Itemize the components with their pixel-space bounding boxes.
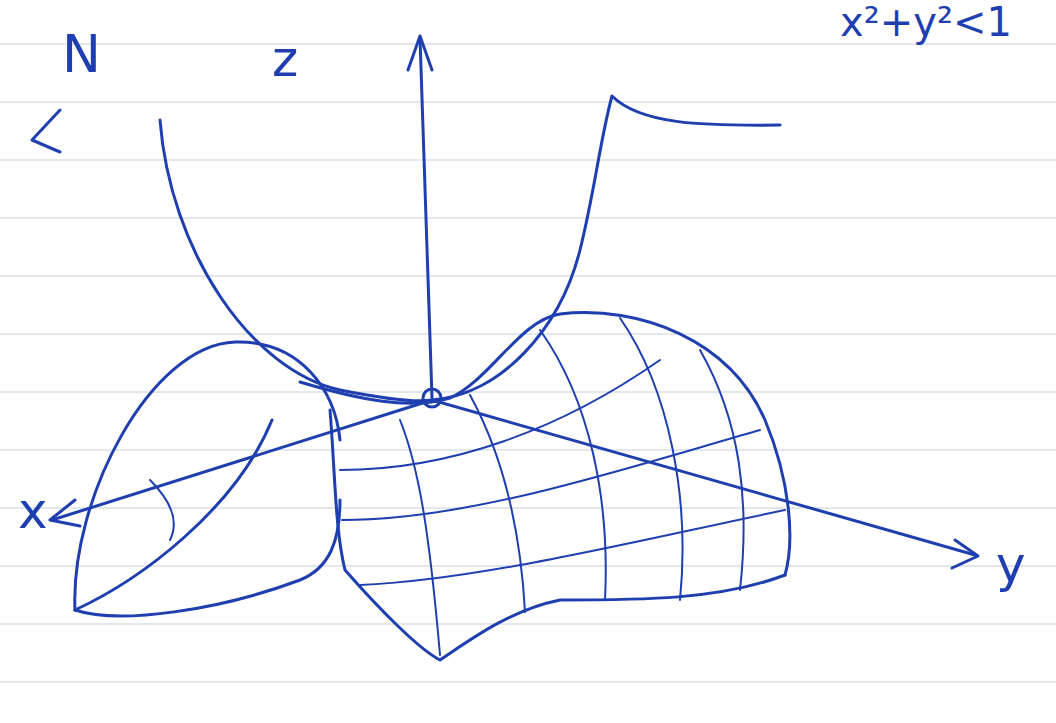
y-arrowhead [952, 540, 978, 568]
grid-line [342, 430, 760, 520]
grid-line [620, 318, 683, 600]
grid-line [340, 360, 660, 470]
normal-arrow [32, 110, 60, 152]
grid-line [470, 395, 525, 612]
saddle-top-edge [300, 313, 790, 575]
axis-label: z [272, 34, 298, 84]
left-lobe-hatch [150, 480, 174, 540]
origin-dot [423, 389, 441, 407]
grid-line [700, 350, 744, 590]
x-arrowhead [50, 500, 80, 526]
left-lobe-inner [75, 420, 272, 610]
grid-line [400, 420, 440, 655]
right-curve [432, 96, 780, 400]
domain-note: x²+y²<1 [840, 2, 1012, 42]
grid-line [360, 510, 785, 585]
ruled-lines [0, 44, 1056, 682]
left-lobe-bottom [75, 500, 340, 616]
axis-label: y [996, 540, 1026, 590]
z-axis [420, 38, 432, 398]
saddle-bottom-edge [330, 410, 785, 660]
axis-label: x [18, 486, 48, 536]
normal-label: N [62, 28, 101, 80]
sketch-strokes [32, 36, 978, 660]
y-axis [432, 400, 975, 555]
z-arrowhead [408, 36, 432, 70]
